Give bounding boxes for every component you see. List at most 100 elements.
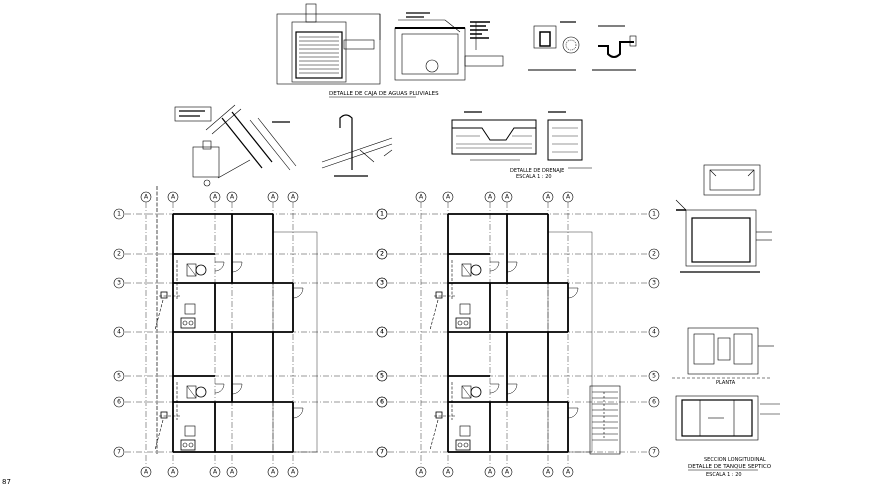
grid-row-bubble: [648, 248, 660, 260]
grid-column-bubble: [209, 466, 221, 478]
stove-fixture: [180, 317, 196, 329]
grid-column-label: A: [419, 469, 424, 476]
grid-row-label: 2: [380, 251, 384, 258]
door-swing: [231, 383, 243, 395]
grid-row-label: 3: [652, 280, 656, 287]
door-swing: [506, 261, 518, 273]
grid-column-label: A: [566, 469, 571, 476]
door-swing: [567, 287, 579, 299]
door-swing: [489, 383, 500, 394]
grid-column-label: A: [291, 469, 296, 476]
grid-column-label: A: [144, 194, 149, 201]
door-swing: [214, 383, 225, 394]
door-swing: [489, 261, 500, 272]
grid-row-label: 1: [380, 211, 384, 218]
grid-column-label: A: [230, 469, 235, 476]
grid-row-label: 1: [117, 211, 121, 218]
grid-row-bubble: [648, 326, 660, 338]
grid-row-bubble: [648, 277, 660, 289]
rain-box-section-detail: [394, 12, 504, 81]
register-box: [435, 291, 443, 299]
grid-row-label: 1: [380, 211, 384, 218]
grid-row-bubble: [376, 326, 388, 338]
plumbing-line: [154, 419, 164, 451]
grid-row-bubble: [113, 208, 125, 220]
register-box: [435, 411, 443, 419]
grid-column-bubble: [287, 466, 299, 478]
door-swing: [231, 261, 243, 273]
grid-row-label: 4: [380, 329, 384, 336]
grid-column-bubble: [442, 191, 454, 203]
page-number: 87: [2, 478, 11, 486]
grid-column-bubble: [226, 191, 238, 203]
grid-column-label: A: [546, 194, 551, 201]
grid-row-label: 7: [652, 449, 656, 456]
grid-column-bubble: [267, 191, 279, 203]
grid-column-label: A: [505, 194, 510, 201]
grid-row-bubble: [113, 370, 125, 382]
grid-row-label: 3: [380, 280, 384, 287]
grid-row-bubble: [376, 248, 388, 260]
stove-fixture: [455, 317, 471, 329]
sink-fixture: [184, 303, 196, 315]
door-swing: [292, 407, 304, 419]
toilet-fixture: [470, 386, 482, 398]
grid-column-bubble: [562, 191, 574, 203]
grid-row-bubble: [113, 326, 125, 338]
grid-column-label: A: [213, 194, 218, 201]
grid-row-bubble: [113, 446, 125, 458]
grid-column-bubble: [484, 191, 496, 203]
door-swing: [292, 287, 304, 299]
stove-fixture: [455, 439, 471, 451]
stove-fixture: [180, 439, 196, 451]
grid-row-label: 4: [380, 329, 384, 336]
grid-row-label: 2: [380, 251, 384, 258]
grid-row-bubble: [648, 446, 660, 458]
grid-row-bubble: [376, 277, 388, 289]
sink-fixture: [184, 425, 196, 437]
septic-caption: DETALLE DE TANQUE SEPTICO: [688, 464, 772, 470]
register-box: [160, 411, 168, 419]
sink-fixture: [459, 425, 471, 437]
drain-caption: DETALLE DE DRENAJE: [510, 168, 564, 174]
grid-column-bubble: [167, 191, 179, 203]
grid-row-bubble: [376, 370, 388, 382]
plumbing-line: [429, 299, 439, 331]
grid-row-label: 6: [380, 399, 384, 406]
grid-row-label: 6: [380, 399, 384, 406]
door-swing: [506, 383, 518, 395]
drainage-detail: [451, 111, 592, 169]
grid-column-label: A: [446, 469, 451, 476]
grid-column-bubble: [501, 191, 513, 203]
grid-column-label: A: [566, 194, 571, 201]
shower-fixture: [186, 385, 197, 399]
septic-plan-detail: [675, 164, 772, 273]
grid-column-bubble: [415, 466, 427, 478]
grid-column-bubble: [209, 191, 221, 203]
grid-row-label: 7: [380, 449, 384, 456]
shower-fixture: [186, 263, 197, 277]
grid-column-bubble: [415, 191, 427, 203]
septic-scale: ESCALA 1 : 20: [706, 472, 742, 478]
stair-detail: [589, 385, 621, 455]
grid-row-label: 5: [380, 373, 384, 380]
grid-row-label: 3: [117, 280, 121, 287]
toilet-fixture: [195, 264, 207, 276]
shower-fixture: [461, 385, 472, 399]
grid-row-bubble: [376, 208, 388, 220]
grid-column-bubble: [140, 466, 152, 478]
grid-column-label: A: [419, 194, 424, 201]
register-box: [160, 291, 168, 299]
grid-row-bubble: [113, 277, 125, 289]
grid-row-bubble: [648, 396, 660, 408]
grid-column-label: A: [505, 469, 510, 476]
grid-column-bubble: [167, 466, 179, 478]
grid-row-label: 2: [652, 251, 656, 258]
roof-gutter-detail: [174, 104, 297, 187]
grid-column-label: A: [488, 194, 493, 201]
grid-row-label: 2: [117, 251, 121, 258]
grid-column-label: A: [213, 469, 218, 476]
